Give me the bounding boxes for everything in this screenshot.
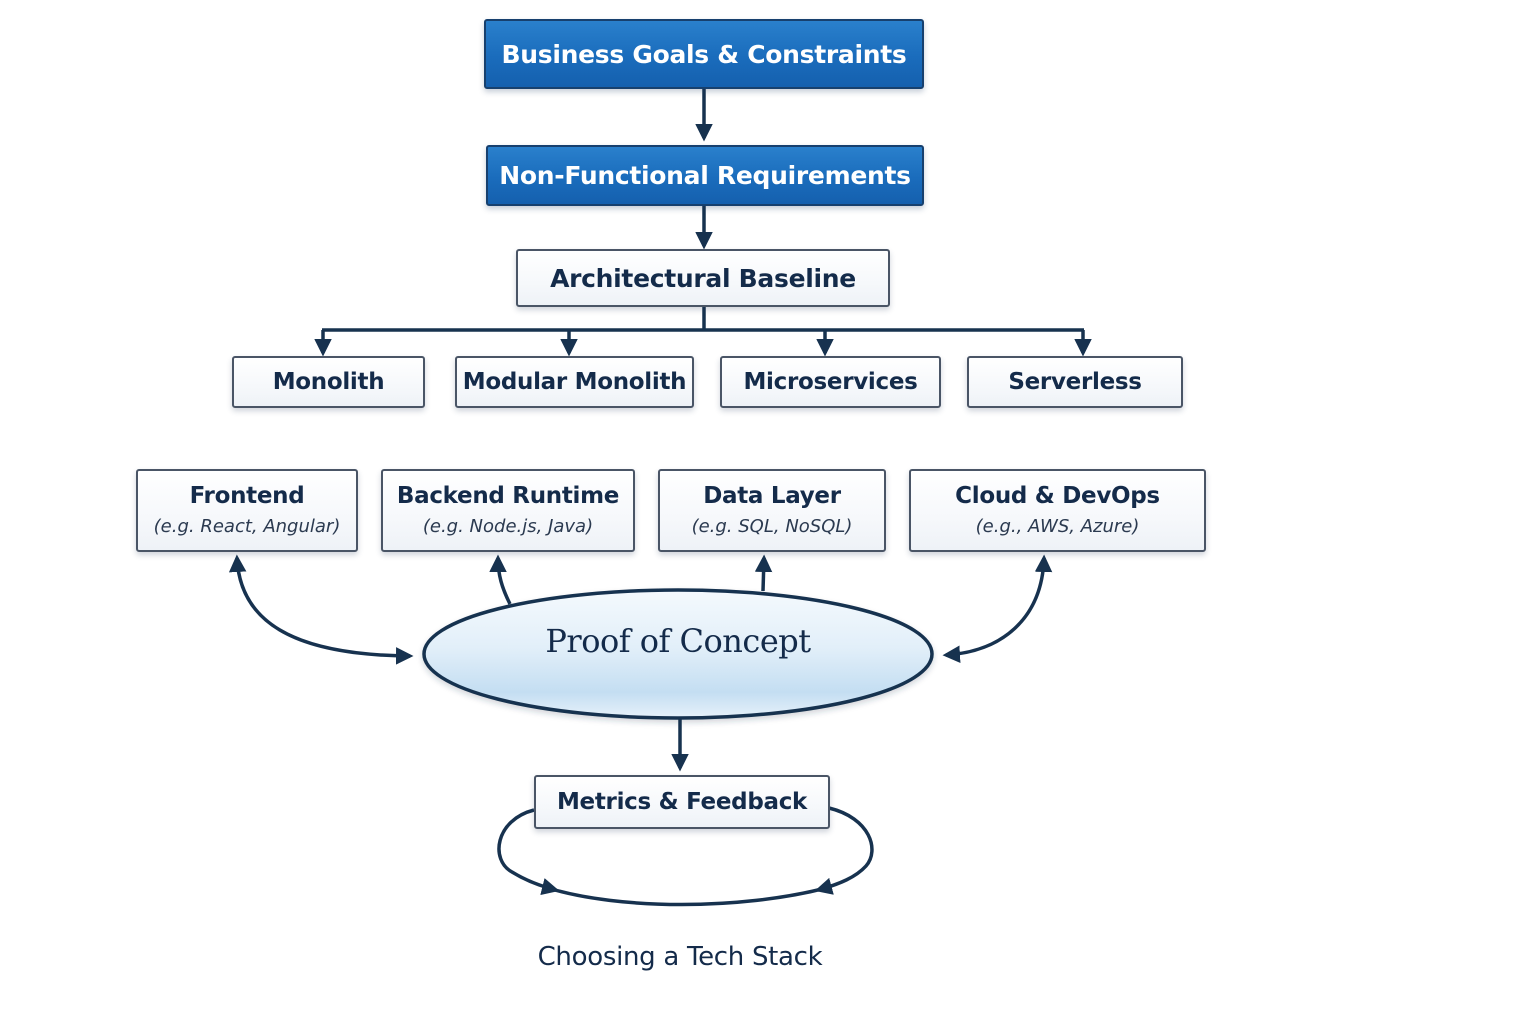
node-business-goals-label: Business Goals & Constraints <box>501 39 907 69</box>
poc-ellipse[interactable] <box>422 588 934 720</box>
node-arch-microservices[interactable]: Microservices <box>720 356 941 408</box>
feedback-loop-bottom <box>547 886 827 907</box>
arrow-poc-data <box>754 554 773 592</box>
node-arch-monolith[interactable]: Monolith <box>232 356 425 408</box>
node-stack-frontend[interactable]: Frontend (e.g. React, Angular) <box>136 469 358 552</box>
arch-label: Microservices <box>743 369 918 395</box>
feedback-loop-right <box>814 806 874 895</box>
stack-title: Data Layer <box>703 482 841 509</box>
node-non-functional-requirements[interactable]: Non-Functional Requirements <box>486 145 924 206</box>
node-metrics-feedback[interactable]: Metrics & Feedback <box>534 775 830 829</box>
node-arch-modular-monolith[interactable]: Modular Monolith <box>455 356 694 408</box>
node-nfr-label: Non-Functional Requirements <box>499 161 911 190</box>
arch-label: Serverless <box>1008 369 1142 395</box>
node-business-goals[interactable]: Business Goals & Constraints <box>484 19 924 89</box>
arrow-cloud-poc <box>942 554 1053 663</box>
arrow-frontend-poc <box>228 554 414 665</box>
stack-title: Backend Runtime <box>396 482 620 509</box>
node-stack-cloud-devops[interactable]: Cloud & DevOps (e.g., AWS, Azure) <box>909 469 1206 552</box>
feedback-loop-left <box>497 808 560 896</box>
node-stack-data-layer[interactable]: Data Layer (e.g. SQL, NoSQL) <box>658 469 886 552</box>
node-baseline-label: Architectural Baseline <box>550 263 856 293</box>
arrow-poc-backend <box>489 554 512 605</box>
diagram-caption: Choosing a Tech Stack <box>537 942 823 972</box>
stack-title: Cloud & DevOps <box>955 482 1160 509</box>
node-stack-backend-runtime[interactable]: Backend Runtime (e.g. Node.js, Java) <box>381 469 635 552</box>
arch-label: Monolith <box>272 369 385 395</box>
stack-examples: (e.g., AWS, Azure) <box>975 515 1140 537</box>
stack-title: Frontend <box>189 482 305 509</box>
stack-examples: (e.g. React, Angular) <box>153 515 341 537</box>
node-arch-serverless[interactable]: Serverless <box>967 356 1183 408</box>
stack-examples: (e.g. SQL, NoSQL) <box>691 515 853 537</box>
node-architectural-baseline[interactable]: Architectural Baseline <box>516 249 890 307</box>
poc-label: Proof of Concept <box>545 622 811 660</box>
stack-examples: (e.g. Node.js, Java) <box>422 515 594 537</box>
arch-label: Modular Monolith <box>462 369 687 395</box>
metrics-label: Metrics & Feedback <box>556 789 808 815</box>
